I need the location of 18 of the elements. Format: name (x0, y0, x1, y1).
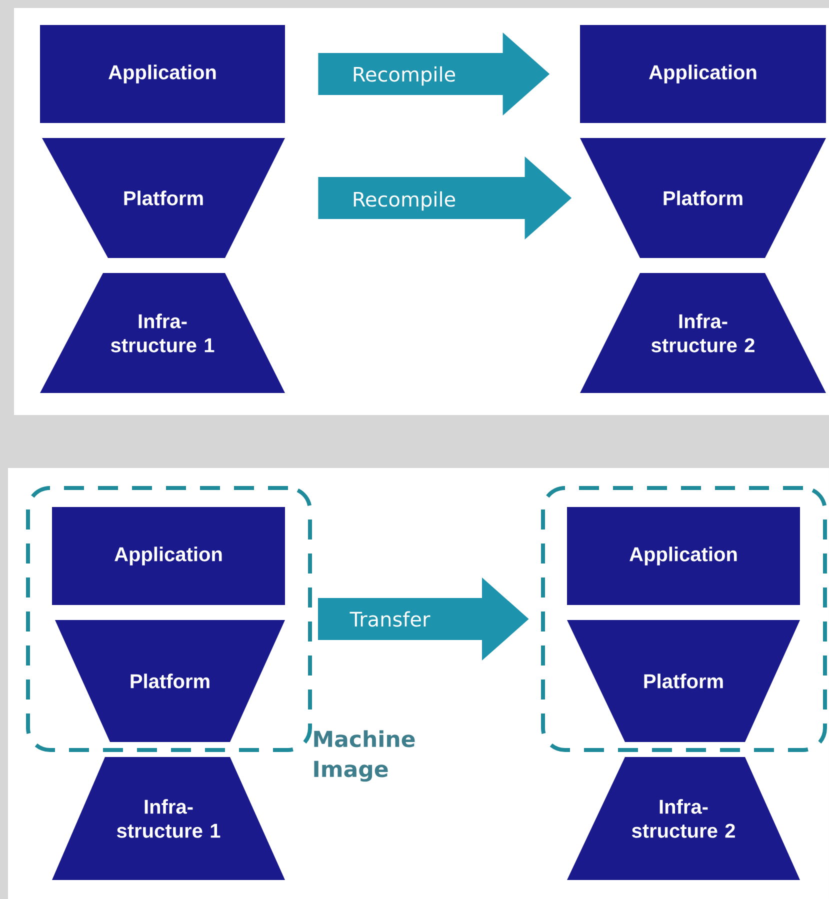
frame-caption: Machine Image (314, 730, 415, 782)
application-box: Application (52, 507, 285, 605)
edge-label: Transfer (350, 611, 430, 627)
platform-trapezoid: Platform (567, 620, 800, 742)
infrastructure-trapezoid: Infra- structure 1 (52, 757, 285, 880)
application-box: Application (580, 25, 826, 123)
infrastructure-trapezoid: Infra- structure 2 (580, 273, 826, 393)
application-box: Application (40, 25, 285, 123)
dashed-frame (541, 486, 827, 752)
platform-trapezoid: Platform (55, 620, 285, 742)
platform-trapezoid: Platform (42, 138, 285, 258)
application-box: Application (567, 507, 800, 605)
infrastructure-trapezoid: Infra- structure 2 (567, 757, 800, 880)
dashed-frame (26, 486, 312, 752)
edge-label: Recompile (354, 66, 456, 86)
edge-label: Recompile (354, 191, 456, 211)
platform-trapezoid: Platform (580, 138, 826, 258)
infrastructure-trapezoid: Infra- structure 1 (40, 273, 285, 393)
